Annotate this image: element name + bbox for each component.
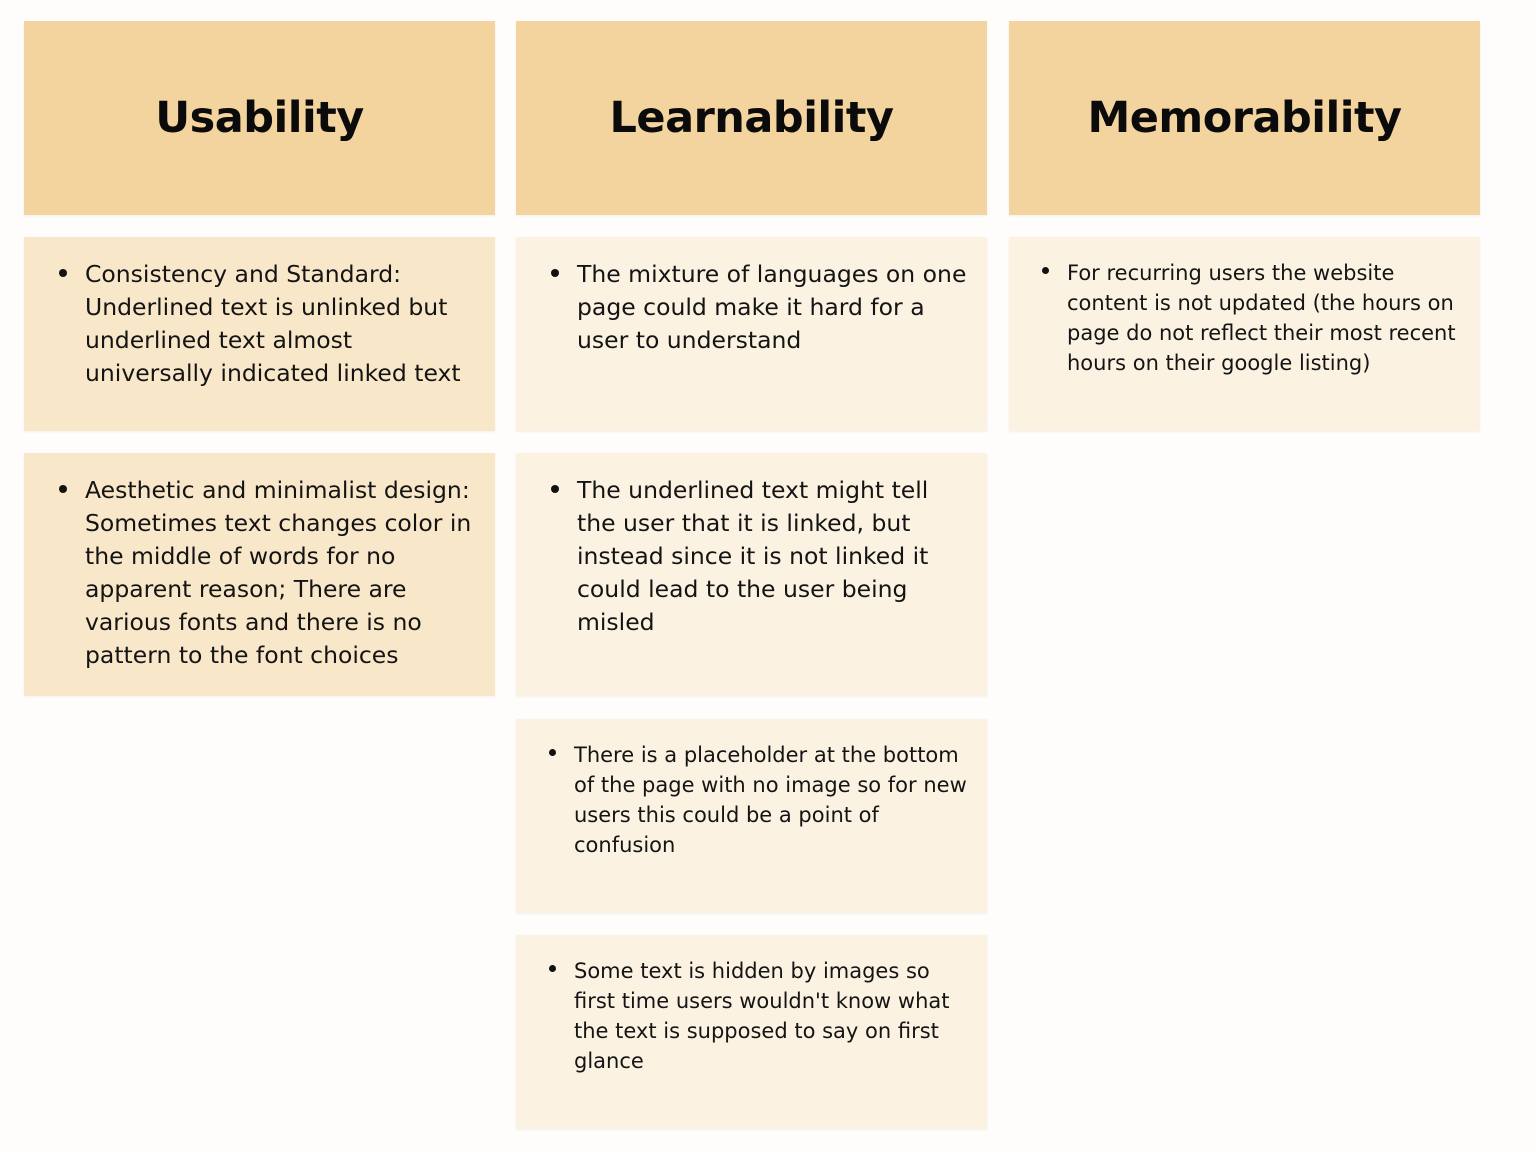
memorability-card-1: For recurring users the website content … bbox=[1009, 237, 1480, 431]
column-title-learnability: Learnability bbox=[609, 93, 895, 143]
header-learnability: Learnability bbox=[516, 21, 987, 215]
learnability-card-4-text: Some text is hidden by images so first t… bbox=[516, 935, 987, 1076]
learnability-card-1-text: The mixture of languages on one page cou… bbox=[516, 237, 987, 357]
usability-card-1-text: Consistency and Standard: Underlined tex… bbox=[24, 237, 495, 390]
learnability-card-3-text: There is a placeholder at the bottom of … bbox=[516, 719, 987, 860]
learnability-card-3: There is a placeholder at the bottom of … bbox=[516, 719, 987, 913]
learnability-card-1: The mixture of languages on one page cou… bbox=[516, 237, 987, 431]
header-usability: Usability bbox=[24, 21, 495, 215]
usability-card-1: Consistency and Standard: Underlined tex… bbox=[24, 237, 495, 431]
usability-card-2: Aesthetic and minimalist design: Sometim… bbox=[24, 453, 495, 696]
column-title-memorability: Memorability bbox=[1087, 93, 1402, 143]
column-title-usability: Usability bbox=[155, 93, 364, 143]
usability-card-2-text: Aesthetic and minimalist design: Sometim… bbox=[24, 453, 495, 672]
learnability-card-4: Some text is hidden by images so first t… bbox=[516, 935, 987, 1129]
learnability-card-2-text: The underlined text might tell the user … bbox=[516, 453, 987, 639]
header-memorability: Memorability bbox=[1009, 21, 1480, 215]
learnability-card-2: The underlined text might tell the user … bbox=[516, 453, 987, 696]
memorability-card-1-text: For recurring users the website content … bbox=[1009, 237, 1480, 378]
